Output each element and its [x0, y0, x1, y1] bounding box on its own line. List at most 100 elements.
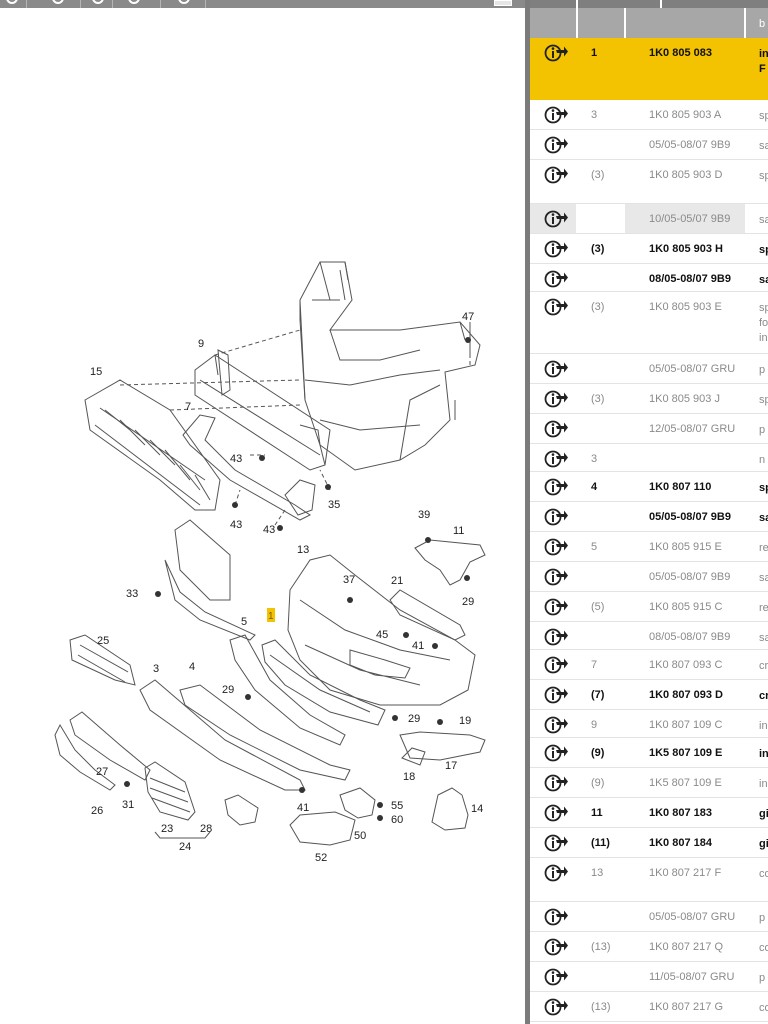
info-link-icon[interactable]	[530, 354, 576, 383]
row-part-number[interactable]: 05/05-08/07 GRU	[649, 911, 736, 923]
row-part-number[interactable]: 1K0 807 093 C	[649, 659, 723, 671]
info-link-icon[interactable]	[530, 738, 576, 767]
row-part-number[interactable]: 1K0 805 903 H	[649, 243, 723, 255]
row-part-number[interactable]: 05/05-08/07 9B9	[649, 139, 731, 151]
row-part-number[interactable]	[625, 444, 745, 471]
row-part-number[interactable]: 05/05-08/07 GRU	[649, 363, 736, 375]
pane-divider[interactable]	[525, 0, 530, 1024]
info-link-icon[interactable]	[530, 444, 576, 471]
header-col-desc[interactable]: b	[759, 18, 766, 30]
info-link-icon[interactable]	[530, 234, 576, 263]
info-link-icon[interactable]	[530, 264, 576, 291]
row-part-number[interactable]: 1K0 805 903 J	[649, 393, 720, 405]
row-part-number[interactable]: 1K0 807 109 C	[649, 719, 723, 731]
info-link-icon[interactable]	[530, 532, 576, 561]
info-link-icon[interactable]	[530, 710, 576, 737]
info-link-icon[interactable]	[530, 768, 576, 797]
info-link-icon[interactable]	[530, 414, 576, 443]
row-part-number[interactable]: 1K5 807 109 E	[649, 777, 722, 789]
row-part-number[interactable]: 05/05-08/07 9B9	[649, 511, 731, 523]
row-part-number[interactable]: 1K0 805 903 A	[649, 109, 722, 121]
search-icon[interactable]	[178, 0, 190, 4]
row-part-number[interactable]: 05/05-08/07 9B9	[649, 571, 731, 583]
grid-icon[interactable]	[494, 0, 512, 6]
row-part-number[interactable]: 10/05-05/07 9B9	[625, 204, 745, 233]
row-part-number[interactable]: 08/05-08/07 9B9	[649, 631, 731, 643]
info-link-icon[interactable]	[530, 650, 576, 679]
info-link-icon[interactable]	[530, 798, 576, 827]
zoom-out-icon[interactable]	[52, 0, 64, 4]
info-link-icon[interactable]	[530, 858, 576, 901]
info-link-icon[interactable]	[530, 592, 576, 621]
row-part-number[interactable]: 1K0 807 183	[649, 807, 712, 819]
row-part-number[interactable]: 1K0 807 110	[649, 481, 712, 493]
info-link-icon[interactable]	[530, 38, 576, 100]
row-part-number[interactable]: 1K0 805 083	[649, 47, 712, 59]
info-link-icon[interactable]	[530, 828, 576, 857]
row-part-number[interactable]: 1K0 807 217 Q	[649, 941, 724, 953]
zoom-in-icon[interactable]	[6, 0, 18, 4]
info-link-icon[interactable]	[530, 100, 576, 129]
row-part-number[interactable]: 08/05-08/07 9B9	[649, 273, 731, 285]
header-col-part[interactable]	[626, 8, 746, 38]
row-part-number[interactable]: 1K0 805 903 E	[649, 301, 722, 313]
info-link-icon[interactable]	[530, 160, 576, 203]
row-part-number[interactable]: 11/05-08/07 GRU	[649, 971, 735, 983]
info-link-icon[interactable]	[530, 384, 576, 413]
info-link-icon[interactable]	[530, 992, 576, 1021]
parts-diagram[interactable]: 15 9 7 43 43 43 35 47 39 11 13 33 37 21 …	[0, 8, 525, 1024]
info-link-icon[interactable]	[530, 622, 576, 649]
info-link-icon[interactable]	[530, 932, 576, 961]
info-link-icon[interactable]	[530, 962, 576, 991]
row-part-number[interactable]: 1K0 805 915 E	[649, 541, 722, 553]
info-link-icon[interactable]	[530, 562, 576, 591]
info-link-icon[interactable]	[530, 680, 576, 709]
row-part-number[interactable]: 1K0 807 093 D	[649, 689, 723, 701]
zoom-reset-icon[interactable]	[128, 0, 140, 4]
table-row[interactable]: (3)1K0 805 903 Hsp	[530, 234, 768, 264]
row-part-number[interactable]: 1K0 805 915 C	[649, 601, 723, 613]
info-link-icon[interactable]	[530, 130, 576, 159]
info-link-icon[interactable]	[530, 292, 576, 353]
row-part-number[interactable]: 1K0 807 217 F	[649, 867, 722, 879]
row-part-number[interactable]: 12/05-08/07 GRU	[649, 423, 736, 435]
info-link-icon[interactable]	[530, 472, 576, 501]
info-link-icon[interactable]	[530, 902, 576, 931]
header-col-pos[interactable]	[578, 8, 626, 38]
row-part-number[interactable]: 1K0 807 217 G	[649, 1001, 724, 1013]
info-link-icon[interactable]	[530, 204, 576, 233]
row-part-number[interactable]: 1K0 805 903 D	[649, 169, 723, 181]
row-part-number[interactable]: 1K5 807 109 E	[649, 747, 723, 759]
row-part-number[interactable]: 1K0 807 184	[649, 837, 712, 849]
header-col-icon[interactable]	[530, 8, 578, 38]
fit-icon[interactable]	[92, 0, 104, 4]
